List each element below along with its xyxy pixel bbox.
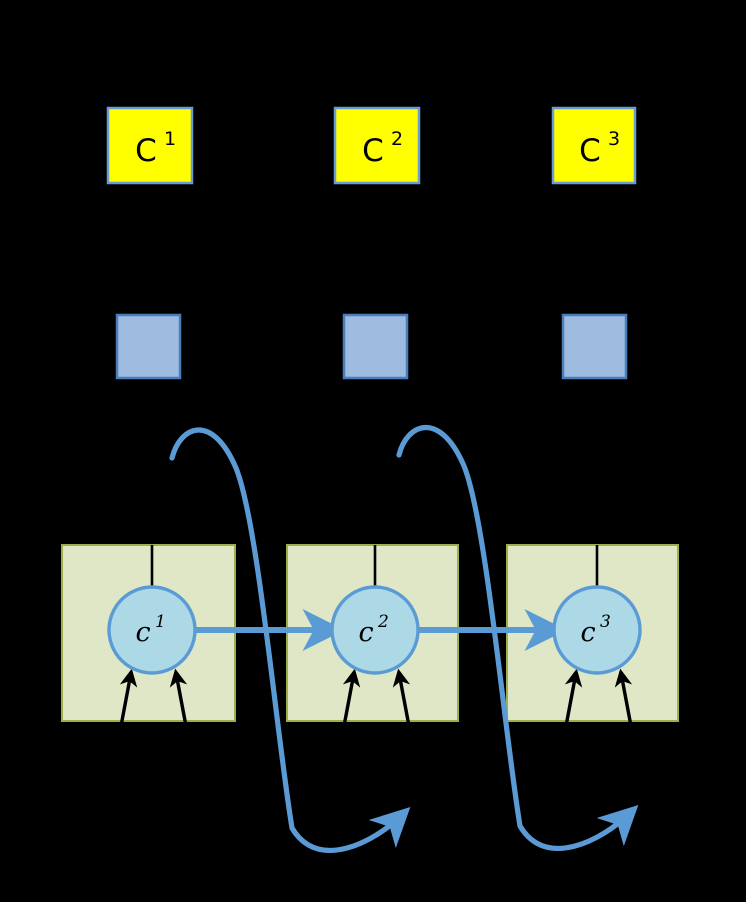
observation-node-2[interactable]: C 2 [333,106,421,185]
evidence-arrow-1a [116,668,138,743]
hidden-node-1[interactable] [115,313,182,380]
evidence-arrow-3b [614,668,636,743]
evidence-arrow-2a [339,668,361,743]
hidden-row [115,313,628,380]
feedback-loops [169,424,639,853]
state-node-2[interactable]: c 2 [330,585,420,675]
observation-node-1-superscript: 1 [164,128,176,150]
evidence-arrows [116,668,636,743]
state-node-1-superscript: 1 [155,612,166,632]
observation-node-2-superscript: 2 [391,128,403,150]
state-node-1[interactable]: c 1 [107,585,197,675]
plate-stems [150,545,599,590]
observation-node-2-box[interactable] [333,106,421,185]
vertical-connectors [151,183,598,547]
state-node-1-circle[interactable] [107,585,197,675]
state-nodes: c 1 c 2 c 3 [107,585,642,675]
evidence-arrow-2b [392,668,414,743]
state-node-3-circle[interactable] [552,585,642,675]
state-node-2-circle[interactable] [330,585,420,675]
feedback-loop-2[interactable] [396,424,639,851]
state-node-2-superscript: 2 [377,612,389,632]
hidden-node-2[interactable] [342,313,409,380]
observation-node-3-box[interactable] [551,106,637,185]
evidence-arrow-1b [169,668,191,743]
observation-node-1-label: C [135,133,157,169]
observation-node-3[interactable]: C 3 [551,106,637,185]
observation-node-1[interactable]: C 1 [106,106,194,185]
hidden-node-3[interactable] [561,313,628,380]
evidence-arrow-3a [561,668,583,743]
observation-node-3-label: C [579,133,601,169]
observation-node-2-label: C [362,133,384,169]
feedback-loop-1[interactable] [169,427,411,853]
state-node-1-label: c [135,617,150,648]
observation-node-1-box[interactable] [106,106,194,185]
state-node-3[interactable]: c 3 [552,585,642,675]
observation-row: C 1 C 2 C 3 [106,106,637,185]
observation-node-3-superscript: 3 [608,128,620,150]
state-node-3-label: c [580,617,595,648]
state-node-2-label: c [358,617,373,648]
state-node-3-superscript: 3 [600,612,611,632]
